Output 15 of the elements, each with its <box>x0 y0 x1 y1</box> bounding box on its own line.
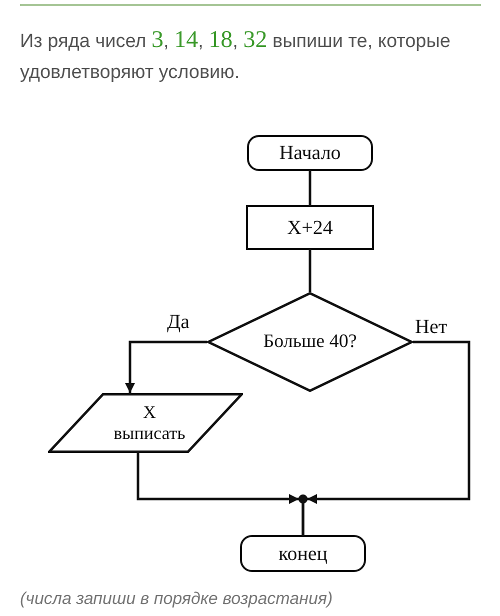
process-label: X+24 <box>287 216 333 240</box>
connector-line <box>308 171 312 205</box>
process-box <box>246 205 374 250</box>
decision-label: Больше 40? <box>263 330 357 354</box>
terminal-box <box>247 135 373 171</box>
task-text: Из ряда чисел 3, 14, 18, 32 выпиши те, которые удовлетворяют условию. <box>20 26 452 85</box>
output-parallelogram <box>48 393 243 453</box>
caption-text: (числа запиши в порядке возрастания) <box>20 588 333 610</box>
connector-line <box>308 250 312 292</box>
terminal-box <box>240 535 366 572</box>
terminal-label: Начало <box>279 141 341 165</box>
output-label: X выписать <box>112 402 186 444</box>
terminal-label: конец <box>278 542 328 566</box>
arrow <box>125 340 207 393</box>
decision-diamond <box>207 292 413 392</box>
